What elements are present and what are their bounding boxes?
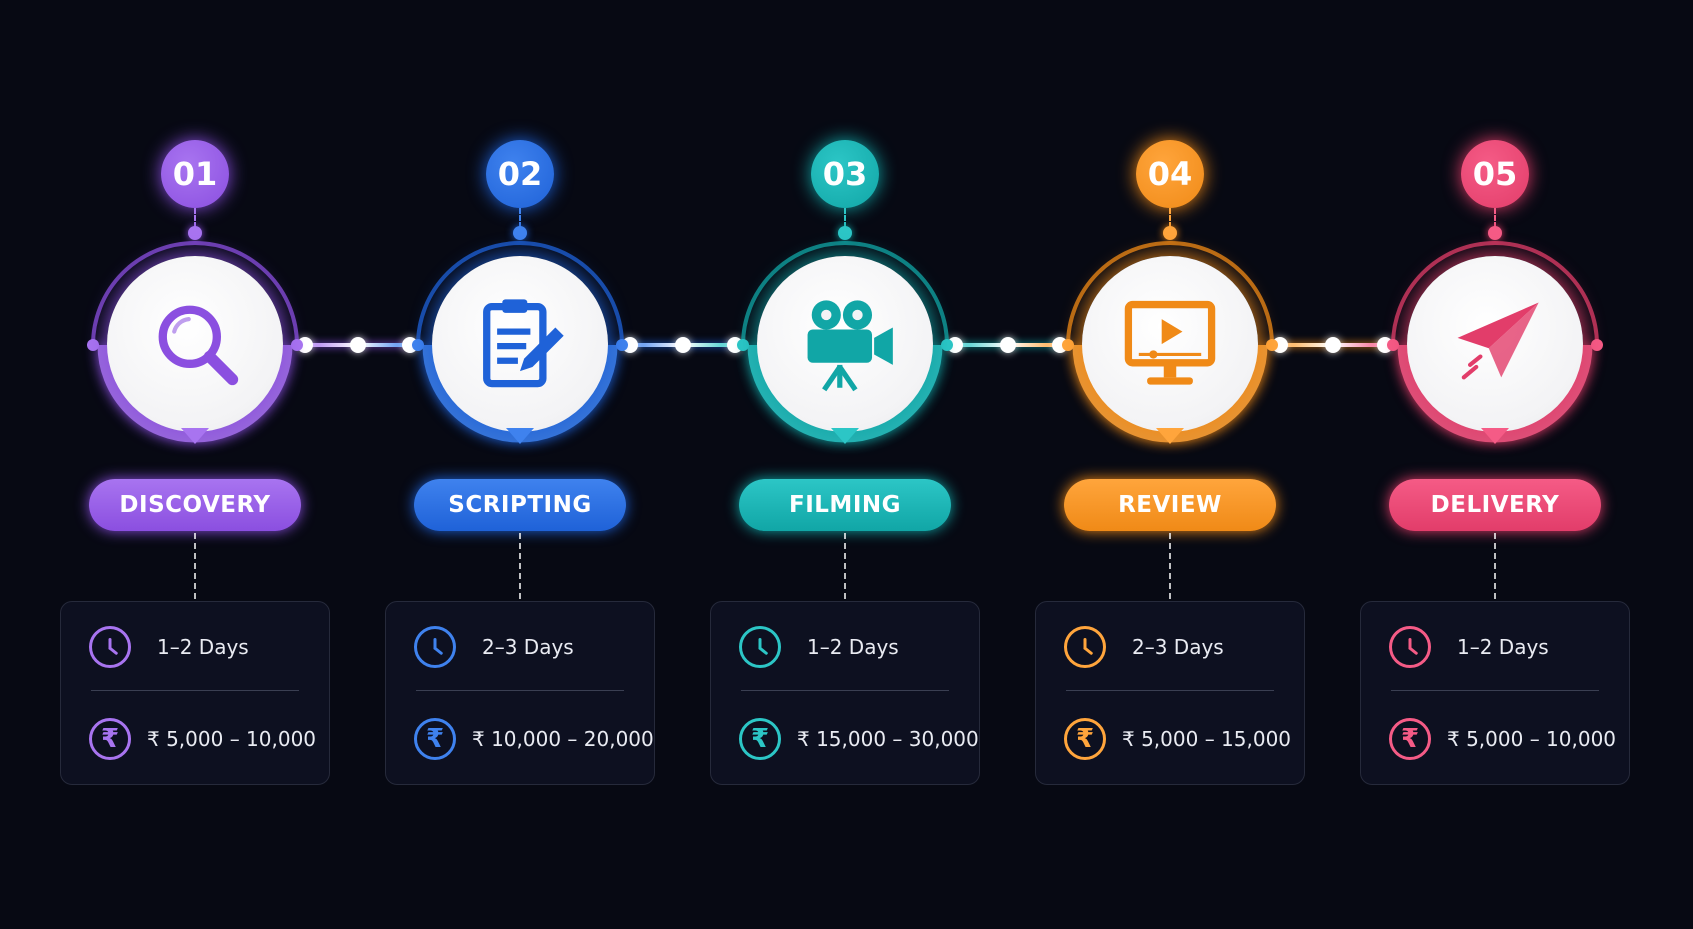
rupee-glyph: ₹ [1075, 724, 1095, 754]
rupee-icon: ₹ [1389, 718, 1431, 760]
duration-text: 1–2 Days [1457, 635, 1549, 659]
step-icon-disc [432, 256, 608, 432]
step-icon-disc [1407, 256, 1583, 432]
cost-text: ₹ 5,000 – 15,000 [1122, 727, 1292, 751]
step-icon-disc [1082, 256, 1258, 432]
duration-row: 1–2 Days [1389, 624, 1609, 670]
rupee-glyph: ₹ [750, 724, 770, 754]
step-label: REVIEW [1064, 479, 1276, 531]
clock-icon [739, 626, 781, 668]
badge-dot [1488, 226, 1502, 240]
monitor-play-icon [1118, 290, 1222, 398]
step-label: SCRIPTING [414, 479, 626, 531]
card-divider [416, 690, 624, 691]
rupee-icon: ₹ [89, 718, 131, 760]
step-info-card: 1–2 Days ₹ ₹ 15,000 – 30,000 [710, 601, 980, 785]
step-label: DISCOVERY [89, 479, 301, 531]
badge-connector [1169, 208, 1171, 228]
paper-plane-icon [1443, 290, 1547, 398]
connector-dot [674, 337, 691, 353]
cost-text: ₹ 10,000 – 20,000 [472, 727, 654, 751]
step-number-badge: 04 [1136, 140, 1204, 208]
connector-dot [999, 337, 1016, 353]
step-pointer [1156, 428, 1184, 444]
cost-row: ₹ ₹ 10,000 – 20,000 [414, 716, 654, 762]
rupee-icon: ₹ [1064, 718, 1106, 760]
badge-connector [194, 208, 196, 228]
rupee-icon: ₹ [414, 718, 456, 760]
step-info-card: 2–3 Days ₹ ₹ 10,000 – 20,000 [385, 601, 655, 785]
step-number-badge: 03 [811, 140, 879, 208]
duration-text: 1–2 Days [157, 635, 249, 659]
duration-row: 1–2 Days [739, 624, 959, 670]
badge-dot [188, 226, 202, 240]
step-info-card: 1–2 Days ₹ ₹ 5,000 – 10,000 [60, 601, 330, 785]
cost-row: ₹ ₹ 5,000 – 10,000 [89, 716, 316, 762]
step-icon-disc [757, 256, 933, 432]
badge-connector [519, 208, 521, 228]
card-divider [91, 690, 299, 691]
label-connector [1494, 533, 1496, 599]
label-connector [519, 533, 521, 599]
label-connector [1169, 533, 1171, 599]
rupee-glyph: ₹ [425, 724, 445, 754]
step-info-card: 1–2 Days ₹ ₹ 5,000 – 10,000 [1360, 601, 1630, 785]
badge-dot [513, 226, 527, 240]
label-connector [844, 533, 846, 599]
movie-camera-icon [793, 290, 897, 398]
clock-icon [1389, 626, 1431, 668]
clock-icon [1064, 626, 1106, 668]
clock-icon [414, 626, 456, 668]
clock-icon [89, 626, 131, 668]
step-number-badge: 01 [161, 140, 229, 208]
cost-text: ₹ 5,000 – 10,000 [1447, 727, 1617, 751]
cost-row: ₹ ₹ 15,000 – 30,000 [739, 716, 979, 762]
magnifier-icon [143, 290, 247, 398]
card-divider [741, 690, 949, 691]
badge-connector [844, 208, 846, 228]
cost-text: ₹ 15,000 – 30,000 [797, 727, 979, 751]
badge-dot [1163, 226, 1177, 240]
cost-text: ₹ 5,000 – 10,000 [147, 727, 317, 751]
rupee-glyph: ₹ [100, 724, 120, 754]
duration-row: 2–3 Days [414, 624, 634, 670]
label-connector [194, 533, 196, 599]
clipboard-pencil-icon [468, 290, 572, 398]
card-divider [1391, 690, 1599, 691]
step-label: FILMING [739, 479, 951, 531]
step-pointer [1481, 428, 1509, 444]
card-divider [1066, 690, 1274, 691]
cost-row: ₹ ₹ 5,000 – 15,000 [1064, 716, 1291, 762]
step-pointer [181, 428, 209, 444]
step-label: DELIVERY [1389, 479, 1601, 531]
duration-row: 1–2 Days [89, 624, 309, 670]
step-pointer [506, 428, 534, 444]
step-icon-disc [107, 256, 283, 432]
duration-text: 2–3 Days [1132, 635, 1224, 659]
cost-row: ₹ ₹ 5,000 – 10,000 [1389, 716, 1616, 762]
step-info-card: 2–3 Days ₹ ₹ 5,000 – 15,000 [1035, 601, 1305, 785]
rupee-icon: ₹ [739, 718, 781, 760]
duration-text: 2–3 Days [482, 635, 574, 659]
rupee-glyph: ₹ [1400, 724, 1420, 754]
connector-dot [349, 337, 366, 353]
step-number-badge: 05 [1461, 140, 1529, 208]
badge-dot [838, 226, 852, 240]
step-pointer [831, 428, 859, 444]
step-number-badge: 02 [486, 140, 554, 208]
badge-connector [1494, 208, 1496, 228]
connector-dot [1324, 337, 1341, 353]
duration-row: 2–3 Days [1064, 624, 1284, 670]
duration-text: 1–2 Days [807, 635, 899, 659]
